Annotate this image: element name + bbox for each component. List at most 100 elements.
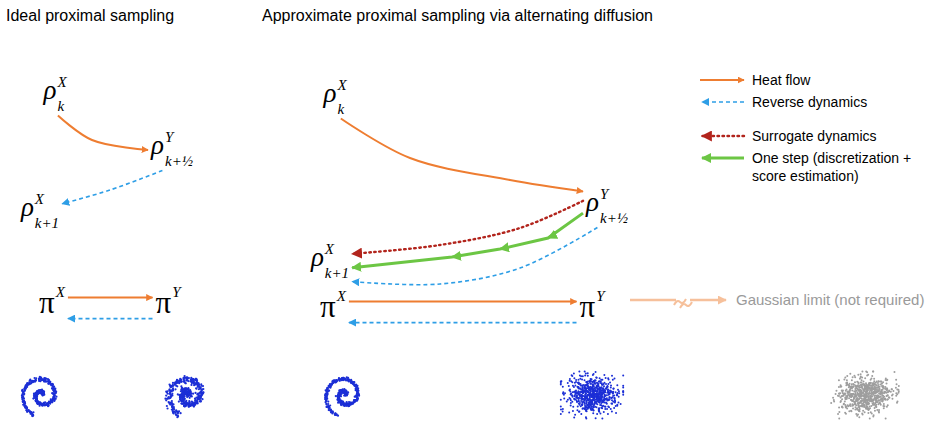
sample-dot	[578, 400, 580, 402]
sample-dot	[604, 408, 606, 410]
sample-dot	[183, 380, 185, 382]
sample-dot	[356, 397, 358, 399]
sample-dot	[593, 398, 595, 400]
sample-dot	[566, 400, 568, 402]
sample-dot	[40, 390, 42, 392]
sample-dot	[51, 384, 53, 386]
sample-dot	[600, 400, 602, 402]
sample-dot	[22, 400, 24, 402]
sample-dot	[188, 405, 190, 407]
sample-dot	[583, 398, 585, 400]
sample-dot	[590, 409, 592, 411]
sample-dot	[587, 385, 589, 387]
sample-dot	[334, 381, 336, 383]
sample-dot	[560, 382, 562, 384]
sample-dot	[358, 394, 360, 396]
sample-dot	[191, 404, 193, 406]
sample-dot	[589, 386, 591, 388]
sample-dot	[598, 410, 600, 412]
sample-dot	[183, 389, 185, 391]
sample-dot	[47, 404, 49, 406]
sample-dot	[337, 415, 339, 417]
sample-dot	[568, 412, 570, 414]
sample-dot	[590, 382, 592, 384]
sample-dot	[32, 414, 34, 416]
sample-dot	[591, 396, 593, 398]
sample-dot	[171, 385, 173, 387]
sample-dot	[190, 384, 192, 386]
sample-dot	[570, 393, 572, 395]
sample-dot	[183, 375, 185, 377]
sample-dot	[607, 389, 609, 391]
sample-dot	[599, 382, 601, 384]
sample-dot	[338, 379, 340, 381]
sample-dot	[32, 415, 34, 417]
sample-dot	[332, 410, 334, 412]
sample-dot	[41, 378, 43, 380]
sample-dot	[341, 379, 343, 381]
sample-dot	[185, 388, 187, 390]
sample-dot	[605, 377, 607, 379]
sample-dot	[31, 415, 33, 417]
sample-dot	[351, 402, 353, 404]
sample-dot	[573, 377, 575, 379]
sample-dot	[350, 379, 352, 381]
sample-dot	[181, 400, 183, 402]
sample-dot	[568, 385, 570, 387]
sample-dot	[609, 393, 611, 395]
sample-dot	[562, 411, 564, 413]
sample-dot	[587, 375, 589, 377]
sample-dot	[574, 394, 576, 396]
sample-dot	[345, 389, 347, 391]
sample-dot	[166, 398, 168, 400]
sample-dot	[607, 386, 609, 388]
sample-dot	[585, 396, 587, 398]
sample-dot	[601, 417, 603, 419]
sample-dot	[574, 390, 576, 392]
sample-dot	[616, 404, 618, 406]
sample-dot	[589, 393, 591, 395]
sample-dot	[562, 408, 564, 410]
sample-dot	[201, 388, 203, 390]
sample-dot	[584, 399, 586, 401]
sample-dot	[348, 401, 350, 403]
sample-dot	[615, 405, 617, 407]
sample-dot	[343, 404, 345, 406]
sample-dot	[578, 393, 580, 395]
sample-dot	[598, 407, 600, 409]
sample-dot	[581, 404, 583, 406]
sample-dot	[596, 393, 598, 395]
sample-dot	[616, 394, 618, 396]
sample-dot	[331, 412, 333, 414]
sample-dot	[356, 392, 358, 394]
sample-dot	[175, 382, 177, 384]
sample-dot	[176, 416, 178, 418]
sample-dot	[584, 406, 586, 408]
sample-dot	[602, 392, 604, 394]
sample-dot	[570, 402, 572, 404]
sample-dot	[326, 387, 328, 389]
sample-dot	[200, 385, 202, 387]
sample-dot	[576, 395, 578, 397]
sample-dot	[569, 391, 571, 393]
sample-dot	[327, 400, 329, 402]
sample-dot	[337, 395, 339, 397]
sample-dot	[195, 387, 197, 389]
sample-dot	[176, 379, 178, 381]
sample-dot	[185, 390, 187, 392]
sample-dot	[170, 396, 172, 398]
sample-dot	[579, 388, 581, 390]
sample-dot	[581, 404, 583, 406]
sample-dot	[180, 398, 182, 400]
sample-dot	[581, 397, 583, 399]
sample-dot	[610, 397, 612, 399]
sample-dot	[615, 412, 617, 414]
sample-dot	[344, 389, 346, 391]
sample-dot	[332, 380, 334, 382]
sample-dot	[328, 409, 330, 411]
sample-dot	[343, 379, 345, 381]
sample-dot	[598, 408, 600, 410]
sample-dot	[605, 399, 607, 401]
sample-dot	[599, 380, 601, 382]
sample-dot	[609, 399, 611, 401]
